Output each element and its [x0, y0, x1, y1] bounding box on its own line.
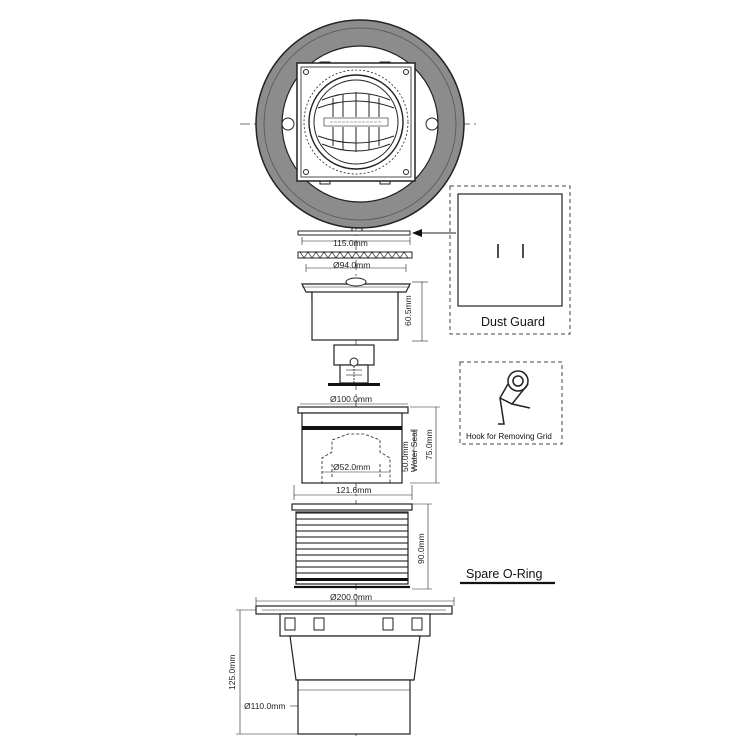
- trap-body: Ø100.0mm Ø52.0mm 50.0mmWater Seal 75.0mm…: [293, 394, 440, 500]
- riser-height-label: 90.0mm: [416, 533, 426, 564]
- spare-o-ring-label: Spare O-Ring: [466, 567, 542, 581]
- dust-guard-plate: 115.0mm: [297, 228, 456, 248]
- hook-icon: [498, 370, 531, 425]
- flange-diameter-label: Ø200.0mm: [330, 592, 372, 602]
- outlet-height-label: 125.0mm: [227, 655, 237, 690]
- inner-diameter-label: Ø52.0mm: [333, 462, 370, 472]
- body-diameter-label: Ø100.0mm: [330, 394, 372, 404]
- riser: 90.0mm: [291, 503, 432, 590]
- dust-guard-label: Dust Guard: [481, 315, 545, 329]
- body-height-label: 75.0mm: [424, 429, 434, 460]
- hook-callout: Hook for Removing Grid: [459, 361, 563, 445]
- dust-guard-square: [457, 193, 563, 307]
- dust-guard-callout: Dust Guard: [449, 185, 571, 335]
- grate-side: Ø94.0mm: [297, 251, 413, 272]
- spare-o-ring: Spare O-Ring: [294, 567, 555, 589]
- outlet-body: Ø200.0mm 125.0mm Ø110.0mm: [227, 592, 455, 735]
- siphon-core: [328, 344, 380, 386]
- top-view: [240, 19, 480, 229]
- trap-insert: 60.5mm: [301, 277, 428, 342]
- body-width-label: 121.6mm: [336, 485, 371, 495]
- water-seal-label: 50.0mmWater Seal: [400, 430, 419, 472]
- grate-diameter-label: Ø94.0mm: [333, 260, 370, 270]
- top-plate-width-label: 115.0mm: [333, 238, 368, 248]
- outlet-diameter-label: Ø110.0mm: [244, 701, 285, 711]
- hook-label: Hook for Removing Grid: [466, 432, 552, 441]
- trap-height-label: 60.5mm: [403, 295, 413, 326]
